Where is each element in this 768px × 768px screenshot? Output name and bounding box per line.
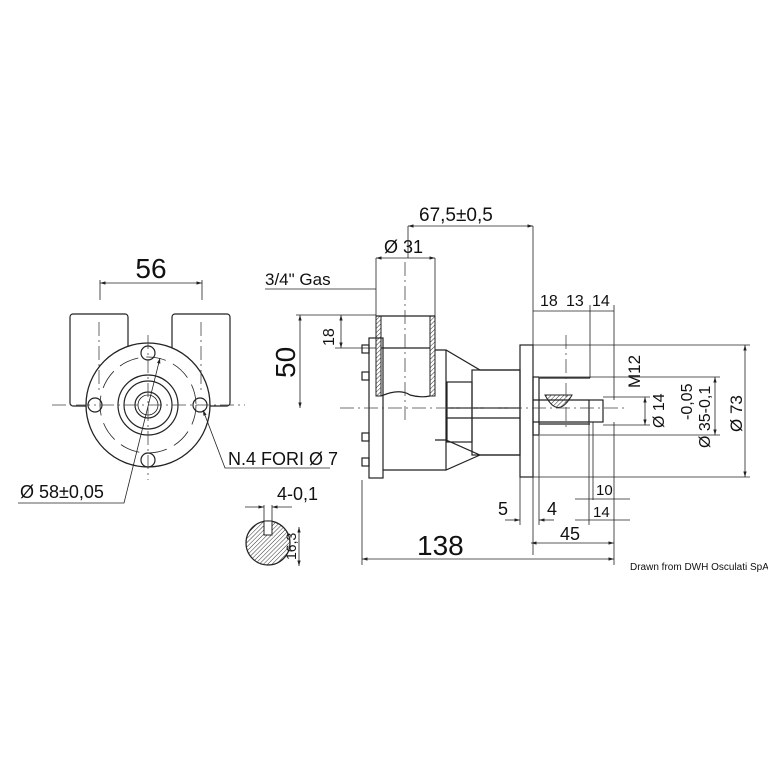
spigot-diameter-label: Ø 35-0,1 [697,386,714,448]
rear-flange [519,344,534,478]
key-section: 4-0,1 16,3 [245,484,318,566]
bolt-circle-label: Ø 58±0,05 [20,482,104,502]
flange-diameter-label: Ø 73 [727,395,746,432]
key-height-label: 16,3 [283,533,299,560]
credit-text: Drawn from DWH Osculati SpA [630,562,768,573]
key-length-label: 10 [596,482,613,499]
port-thread-label: 3/4" Gas [265,270,331,289]
shaft-diameter-label: Ø 14 [651,393,668,428]
port-to-flange-label: 67,5±0,5 [419,205,493,226]
front-view: 56 N.4 FORI Ø 7 Ø 58±0,05 [18,253,338,504]
thread-label: M12 [625,355,644,388]
top-dim-3: 14 [592,293,610,310]
key-width-label: 4-0,1 [277,484,318,504]
overall-length-label: 138 [417,530,464,561]
shaft-end-label: 14 [593,504,610,521]
shaft-length-label: 45 [560,524,580,544]
side-view: 50 18 3/4" Gas Ø 31 67,5±0,5 18 13 14 M1… [265,205,750,565]
spigot-tolerance-label: -0,05 [679,383,696,420]
height-dim-label: 50 [270,347,301,378]
port-diameter-label: Ø 31 [384,237,423,257]
top-dim-2: 13 [566,293,584,310]
top-dim-1: 18 [540,293,558,310]
spigot-length-label: 4 [547,499,557,519]
port-offset-label: 18 [321,328,338,346]
holes-note: N.4 FORI Ø 7 [228,449,338,469]
flange-thickness-label: 5 [498,499,508,519]
width-dim-label: 56 [135,253,166,284]
